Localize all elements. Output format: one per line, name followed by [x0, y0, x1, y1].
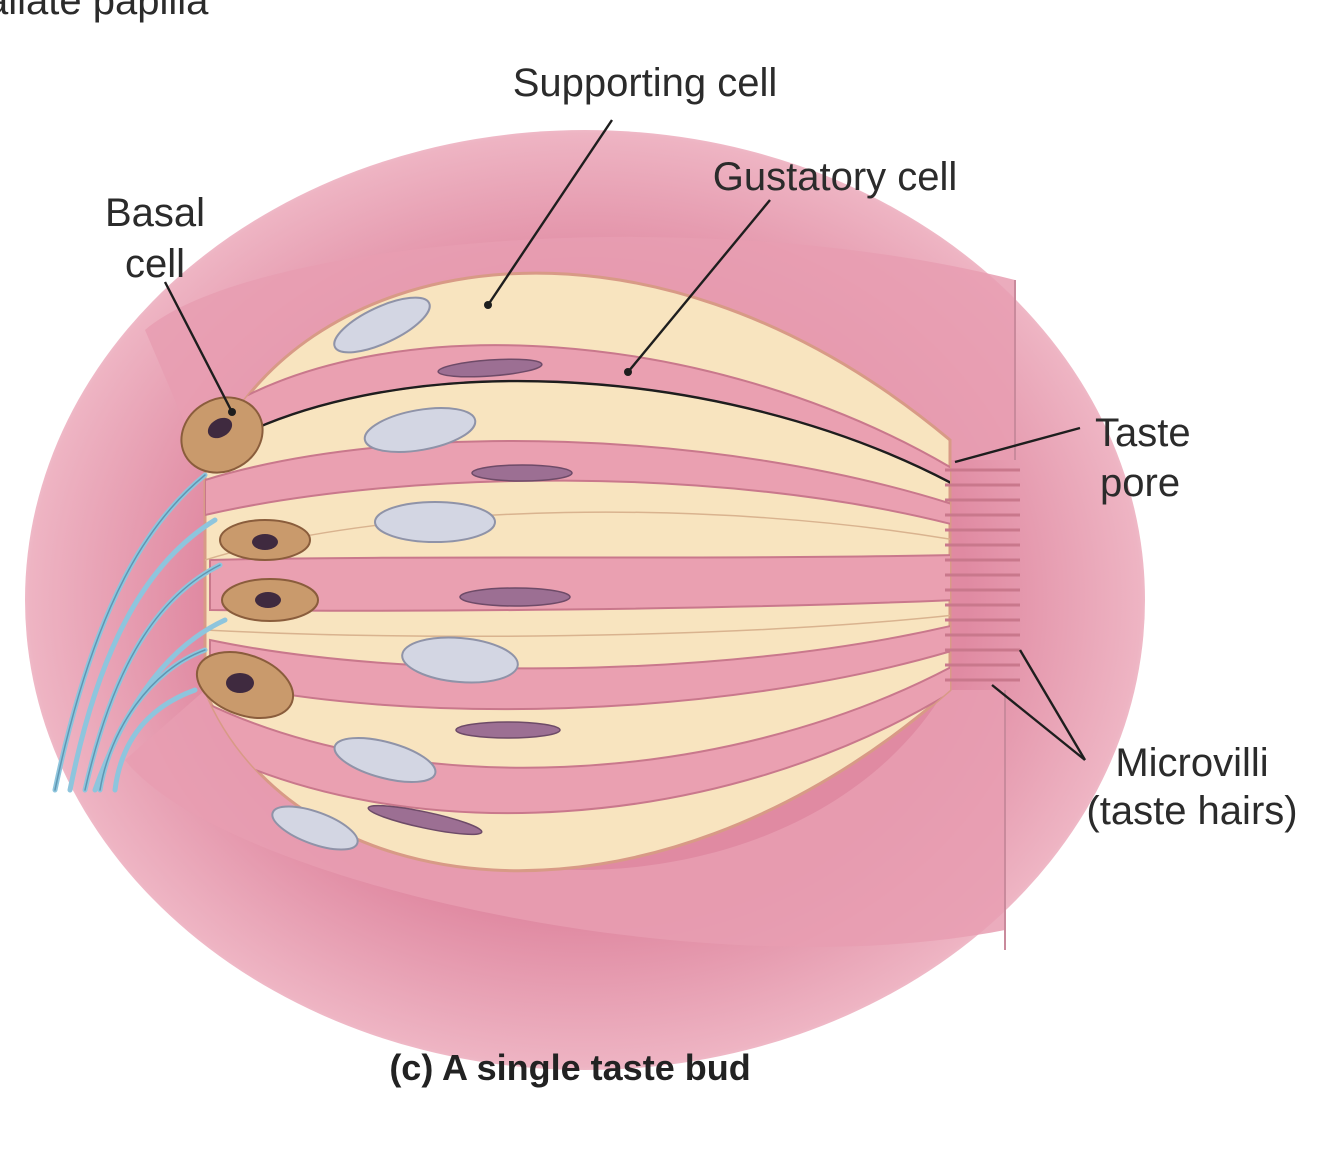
taste-bud	[180, 271, 952, 873]
leader-lines	[163, 119, 1087, 761]
supporting-cell-nucleus	[363, 407, 477, 453]
label-taste-pore-line2: pore	[1100, 461, 1180, 505]
microvilli	[945, 468, 1020, 682]
supporting-cell-nucleus	[374, 501, 496, 543]
basal-cell	[219, 519, 311, 561]
label-microvilli-line2: (taste hairs)	[1086, 789, 1297, 833]
gustatory-cell-nucleus	[455, 721, 561, 739]
label-gustatory-cell: Gustatory cell	[713, 155, 958, 199]
supporting-cell-nucleus	[271, 805, 359, 851]
supporting-cell-nucleus	[333, 737, 437, 783]
label-taste-pore-line1: Taste	[1095, 411, 1191, 455]
gustatory-cell	[209, 553, 950, 612]
supporting-cell-nucleus	[401, 636, 519, 684]
label-basal-cell-line1: Basal	[105, 191, 205, 235]
gustatory-cell-nucleus	[437, 358, 543, 378]
basal-cell	[180, 396, 264, 474]
gustatory-cell-nucleus	[471, 464, 573, 482]
basal-cell	[221, 578, 319, 622]
supporting-cell-nucleus	[333, 296, 431, 354]
basal-cell	[195, 651, 295, 719]
gustatory-cell-nucleus	[367, 804, 483, 836]
top-cut-label: allate papilla	[0, 0, 209, 23]
figure-caption: (c) A single taste bud	[389, 1047, 750, 1088]
gustatory-cell-nucleus	[459, 587, 571, 607]
label-microvilli-line1: Microvilli	[1115, 741, 1268, 785]
label-supporting-cell: Supporting cell	[513, 61, 778, 105]
label-basal-cell-line2: cell	[125, 242, 185, 286]
